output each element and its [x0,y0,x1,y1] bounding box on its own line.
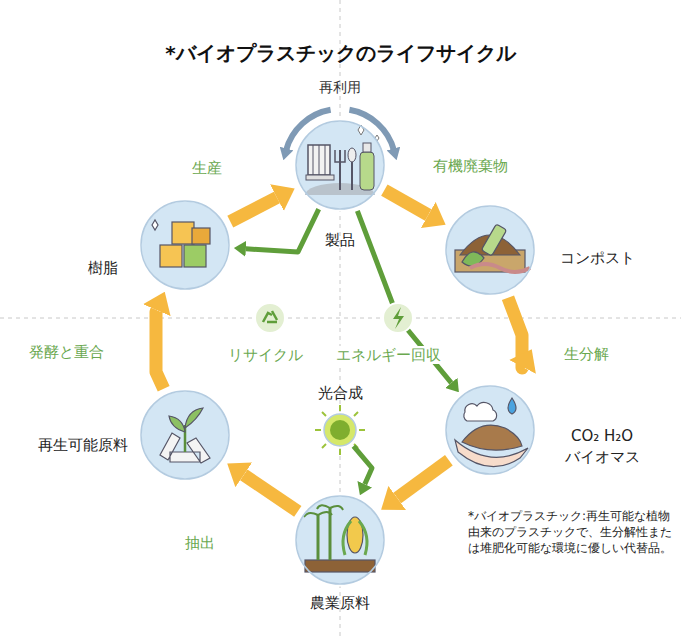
stage-node: 農業原料 [295,495,385,585]
node-label: 樹脂 [88,259,118,277]
product-icon [305,125,379,195]
flow-arrow [246,209,319,252]
node-outline [140,200,230,290]
stage-node: コンポスト [445,205,535,295]
node-label: 光合成 [318,384,363,402]
free-label: 再利用 [319,79,361,97]
node-label: 再生可能原料 [38,436,128,454]
node-label: バイオマス [565,448,640,466]
stage-node: 光合成 [323,413,357,447]
resin-icon [152,220,210,267]
footnote: *バイオプラスチック:再生可能な植物由来のプラスチックで、生分解性または堆肥化可… [468,508,673,557]
diagram-title: *バイオプラスチックのライフサイクル [0,40,681,67]
energy-symbol [383,303,413,333]
stage-node: 再生可能原料 [140,390,230,480]
node-outline [295,495,385,585]
stage-node: 樹脂 [140,200,230,290]
stage-node: 製品 [295,120,385,210]
node-label: コンポスト [560,249,635,267]
edge-label: 発酵と重合 [27,343,106,361]
node-label: CO₂ H₂O [571,427,633,445]
node-outline [445,205,535,295]
flow-arrow [244,475,298,512]
stage-node: CO₂ H₂Oバイオマス [445,385,535,475]
node-outline [445,385,535,475]
node-outline [323,413,357,447]
flow-arrow [156,310,164,389]
edge-label: 抽出 [183,534,217,552]
edge-label: エネルギー回収 [334,346,443,364]
biomass-icon [455,398,528,467]
flow-arrow [397,460,449,498]
flow-arrow [384,190,428,215]
flow-arrow [508,298,523,368]
edge-label: リサイクル [226,346,305,364]
node-label: 農業原料 [310,594,370,612]
flow-arrow [354,446,372,484]
compost-icon [455,224,530,272]
crop-icon [304,505,375,572]
edge-label: 有機廃棄物 [431,157,510,175]
reuse-arrows [286,110,394,151]
edge-label: 生産 [190,159,224,177]
flow-arrow [230,198,277,222]
renewable-icon [160,408,210,463]
node-outline [295,120,385,210]
recycle-symbol [255,303,285,333]
node-label: 製品 [325,231,355,249]
edge-label: 生分解 [562,345,611,363]
node-outline [140,390,230,480]
